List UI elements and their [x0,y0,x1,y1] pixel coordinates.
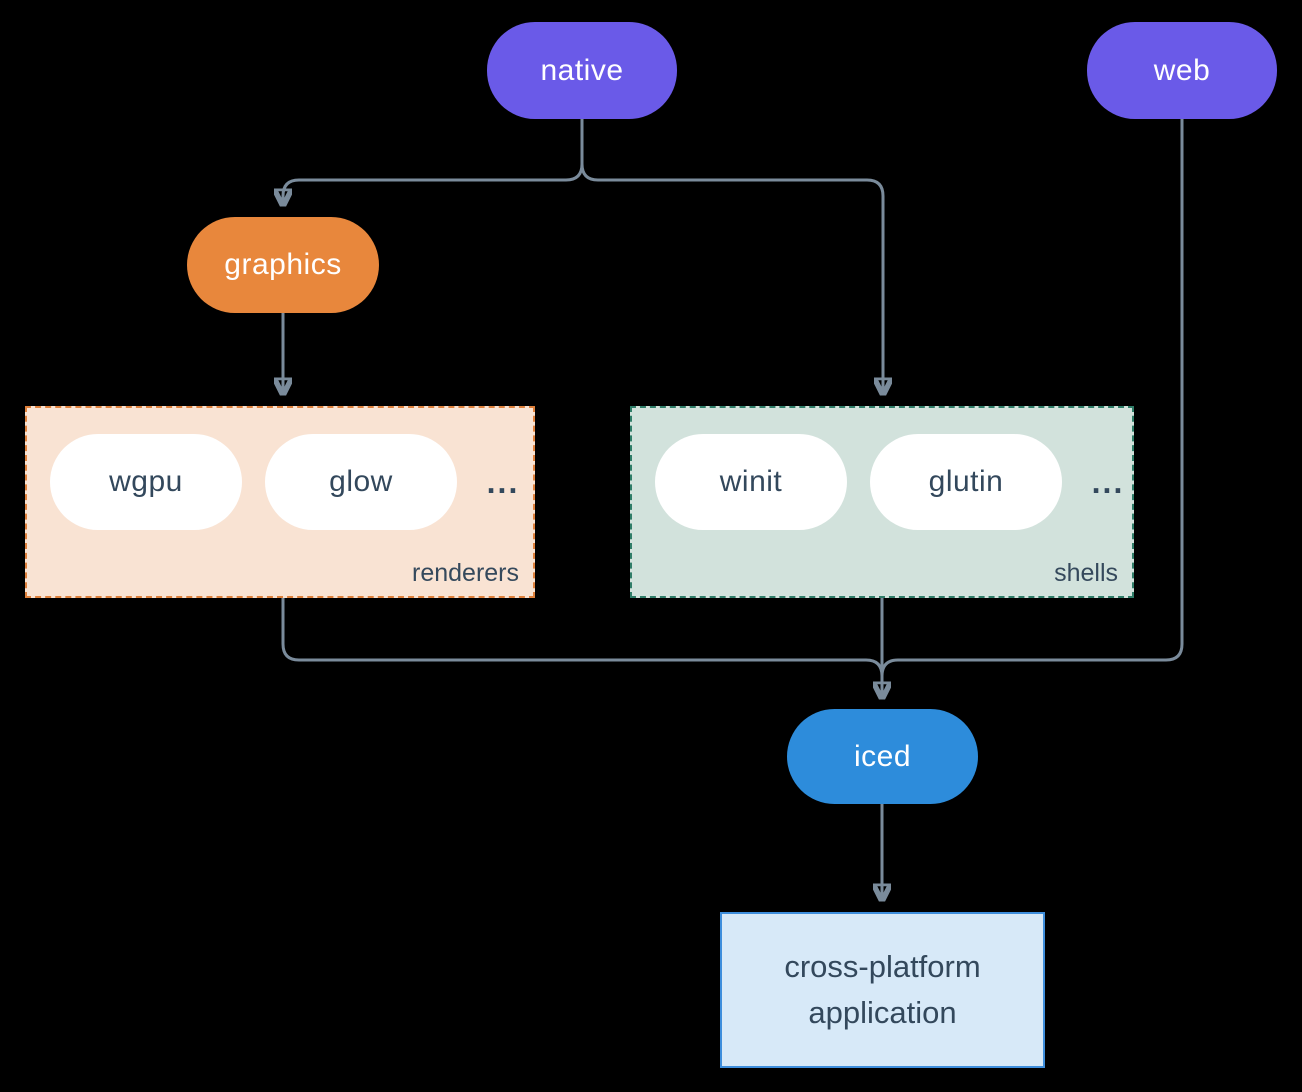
node-web-label: web [1153,53,1211,87]
node-graphics: graphics [187,217,379,313]
node-wgpu-label: wgpu [109,465,183,498]
node-glow-label: glow [329,465,393,498]
shells-ellipsis: ... [1091,463,1125,500]
shells-group-label: shells [1054,559,1118,587]
node-web: web [1087,22,1277,119]
node-iced-label: iced [853,739,912,773]
node-native-label: native [540,53,624,87]
renderers-ellipsis: ... [486,463,520,500]
node-glutin: glutin [870,434,1062,530]
node-wgpu: wgpu [50,434,242,530]
group-renderers: wgpu glow ... renderers [25,406,535,598]
node-winit: winit [655,434,847,530]
application-label-line2: application [808,995,957,1030]
node-winit-label: winit [719,465,783,498]
edge-renderers-to-merge [281,598,884,677]
renderers-group-label: renderers [412,559,519,587]
application-label-line1: cross-platform [784,948,981,984]
edge-web-to-merge [880,119,1184,677]
group-shells: winit glutin ... shells [630,406,1134,598]
node-iced: iced [787,709,978,804]
edge-native-to-shells [580,119,883,392]
edge-native-to-graphics [283,119,584,203]
node-cross-platform-application: cross-platform application [720,912,1045,1068]
node-native: native [487,22,677,119]
node-graphics-label: graphics [224,248,342,281]
node-glow: glow [265,434,457,530]
node-glutin-label: glutin [928,465,1004,498]
